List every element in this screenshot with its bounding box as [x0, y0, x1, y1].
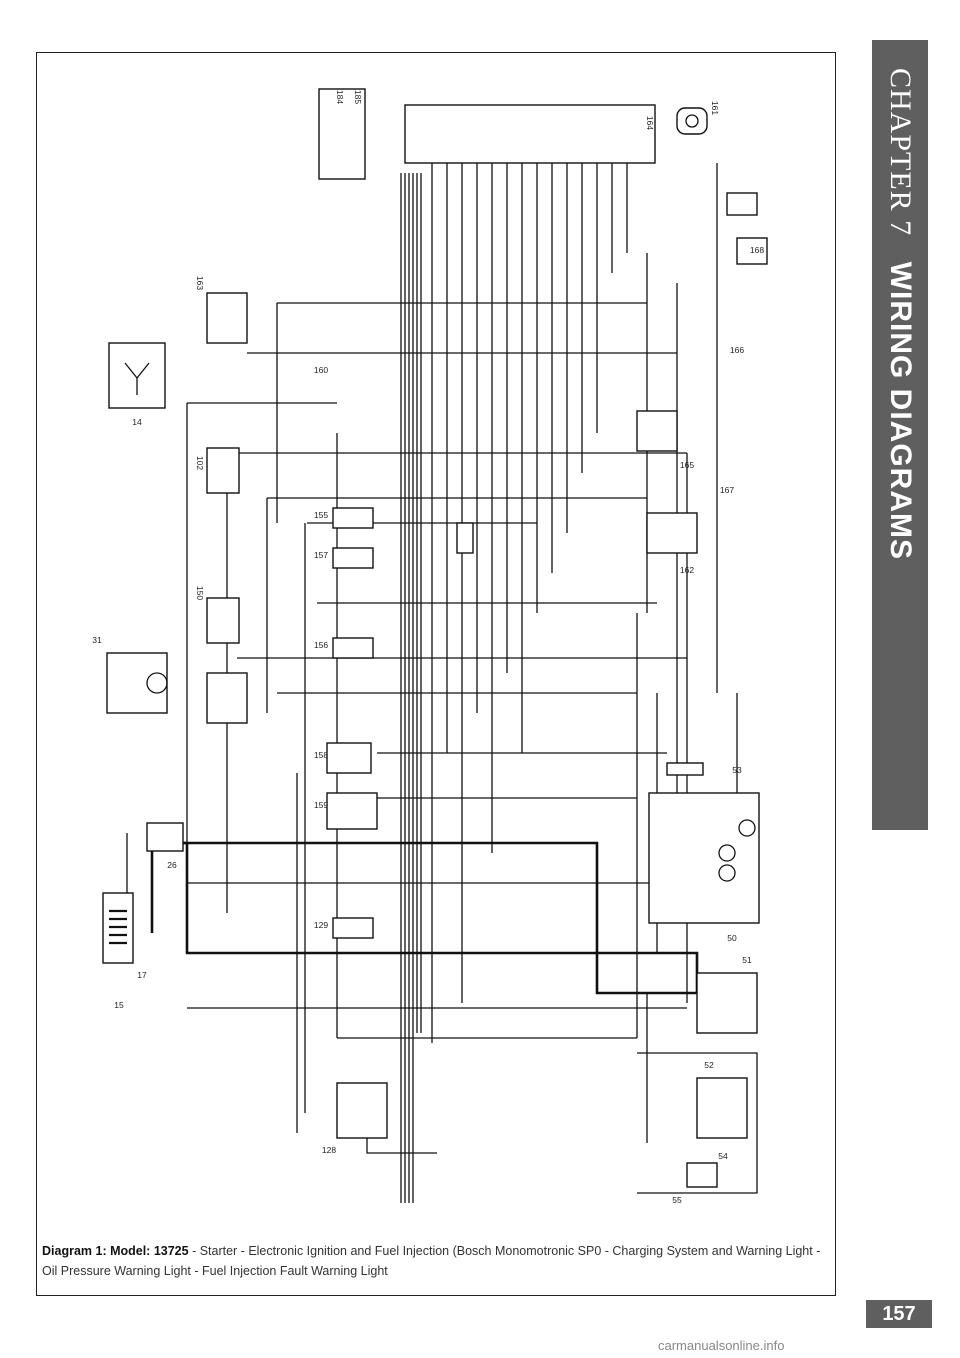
- label-diag-socket: 51: [742, 955, 752, 965]
- label-lambda: 161: [710, 101, 720, 115]
- wiring-diagram: 164 161 163 150 102 184 185 14 31 17 26 …: [92, 88, 768, 1205]
- label-battery: 17: [137, 970, 147, 980]
- diagram-caption: Diagram 1: Model: 13725 - Starter - Elec…: [42, 1241, 828, 1281]
- chapter-title: WIRING DIAGRAMS: [884, 261, 917, 561]
- label-sensor-c: 157: [314, 550, 328, 560]
- label-conn-top-2: 185: [353, 90, 363, 104]
- label-pump-relay: 159: [314, 800, 328, 810]
- label-starter: 31: [92, 635, 102, 645]
- label-ecu: 164: [645, 116, 655, 130]
- label-sensor-f: 162: [680, 565, 694, 575]
- page-number: 157: [866, 1300, 932, 1328]
- label-sensor-g: 165: [680, 460, 694, 470]
- chapter-tab-text: CHAPTER 7 WIRING DIAGRAMS: [883, 68, 917, 560]
- label-earth: 15: [114, 1000, 124, 1010]
- chapter-tab: CHAPTER 7 WIRING DIAGRAMS: [872, 40, 928, 830]
- label-injector: 52: [704, 1060, 714, 1070]
- label-sensor-d: 158: [314, 750, 328, 760]
- label-warn-light: 53: [732, 765, 742, 775]
- label-sensor-a: 155: [314, 510, 328, 520]
- label-conn-right-b: 167: [720, 485, 734, 495]
- label-ignition-switch: 128: [322, 1145, 336, 1155]
- label-junction-bottom: 55: [672, 1195, 682, 1205]
- label-conn-top: 184: [335, 90, 345, 104]
- label-fuse-box: 26: [167, 860, 177, 870]
- label-sensor-e: 160: [314, 365, 328, 375]
- label-relay-2: 150: [195, 586, 205, 600]
- label-alternator: 14: [132, 417, 142, 427]
- label-instrument: 50: [727, 933, 737, 943]
- label-conn-right-c: 168: [750, 245, 764, 255]
- chapter-label: CHAPTER 7: [884, 68, 917, 237]
- diagram-frame: 164 161 163 150 102 184 185 14 31 17 26 …: [36, 52, 836, 1296]
- watermark: carmanualsonline.info: [658, 1338, 785, 1353]
- label-sensor-b: 156: [314, 640, 328, 650]
- caption-text: - Starter - Electronic Ignition and Fuel…: [42, 1244, 821, 1278]
- caption-prefix: Diagram 1: Model: 13725: [42, 1244, 189, 1258]
- label-relay-3: 102: [195, 456, 205, 470]
- label-conn-right-a: 166: [730, 345, 744, 355]
- label-coil: 129: [314, 920, 328, 930]
- label-relay-bottom: 54: [718, 1151, 728, 1161]
- label-relay-top: 163: [195, 276, 205, 290]
